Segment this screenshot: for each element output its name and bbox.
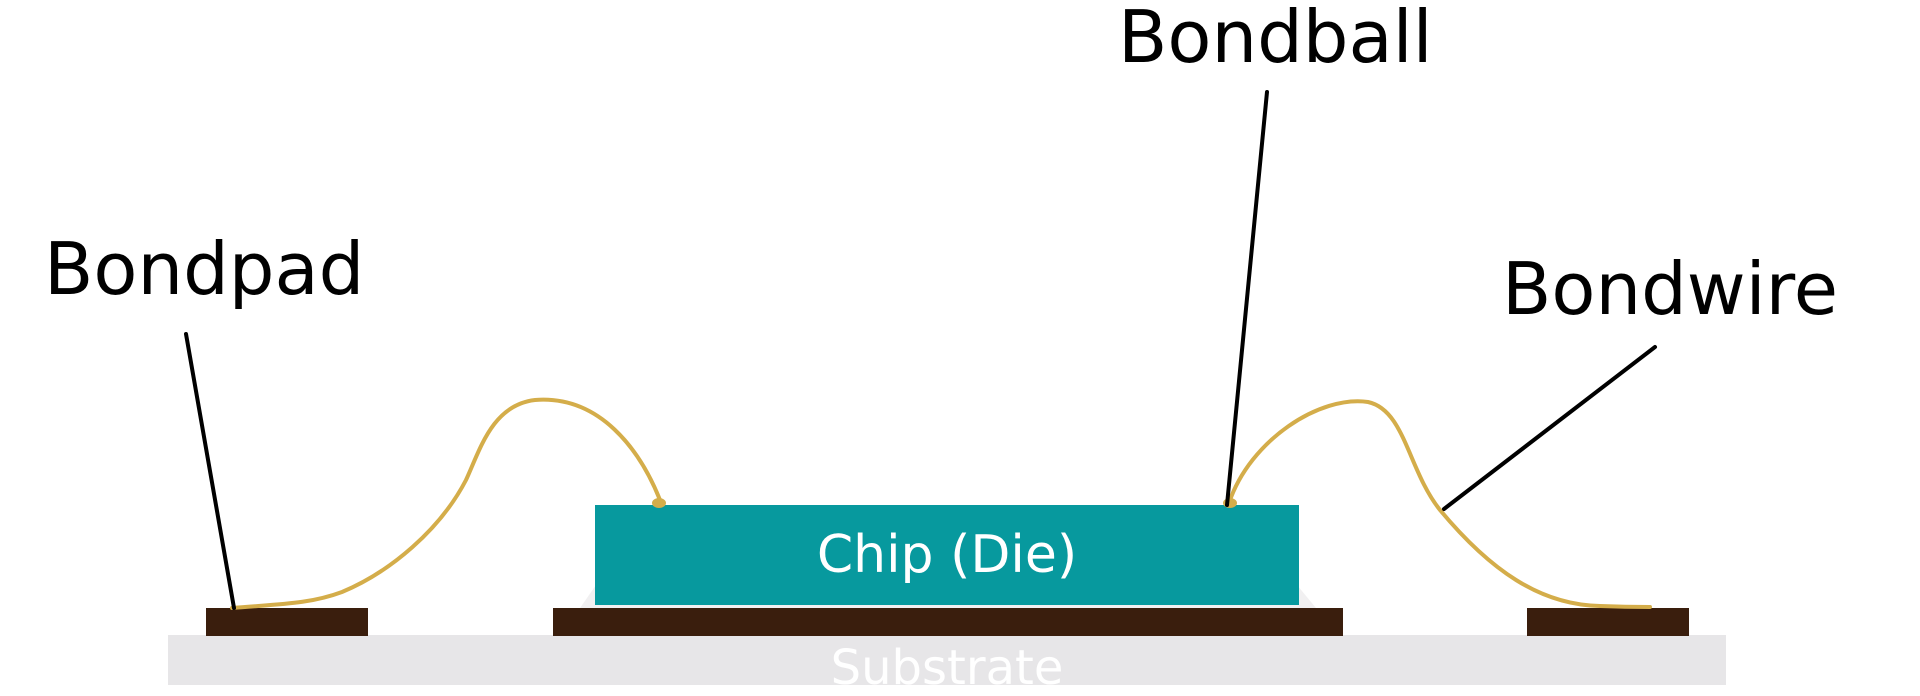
bondpad-right bbox=[1527, 608, 1689, 636]
bondwire-label: Bondwire bbox=[1502, 247, 1838, 331]
bondball-label: Bondball bbox=[1118, 0, 1433, 79]
die-attach-pad bbox=[553, 608, 1343, 636]
bondball-left bbox=[652, 498, 666, 508]
bondwire-left bbox=[230, 397, 662, 610]
bondpad-left bbox=[206, 608, 368, 636]
bondwire-right bbox=[1227, 399, 1652, 609]
bondwire-leader-line bbox=[1442, 345, 1657, 511]
bondpad-label: Bondpad bbox=[44, 227, 364, 311]
substrate bbox=[168, 635, 1726, 685]
chip-label: Chip (Die) bbox=[817, 525, 1077, 585]
substrate-label: Substrate bbox=[831, 640, 1064, 696]
bondball-leader-line bbox=[1225, 90, 1269, 507]
chip-die bbox=[595, 505, 1299, 605]
bondball-right bbox=[1223, 498, 1237, 508]
bondpad-leader-line bbox=[184, 332, 236, 610]
